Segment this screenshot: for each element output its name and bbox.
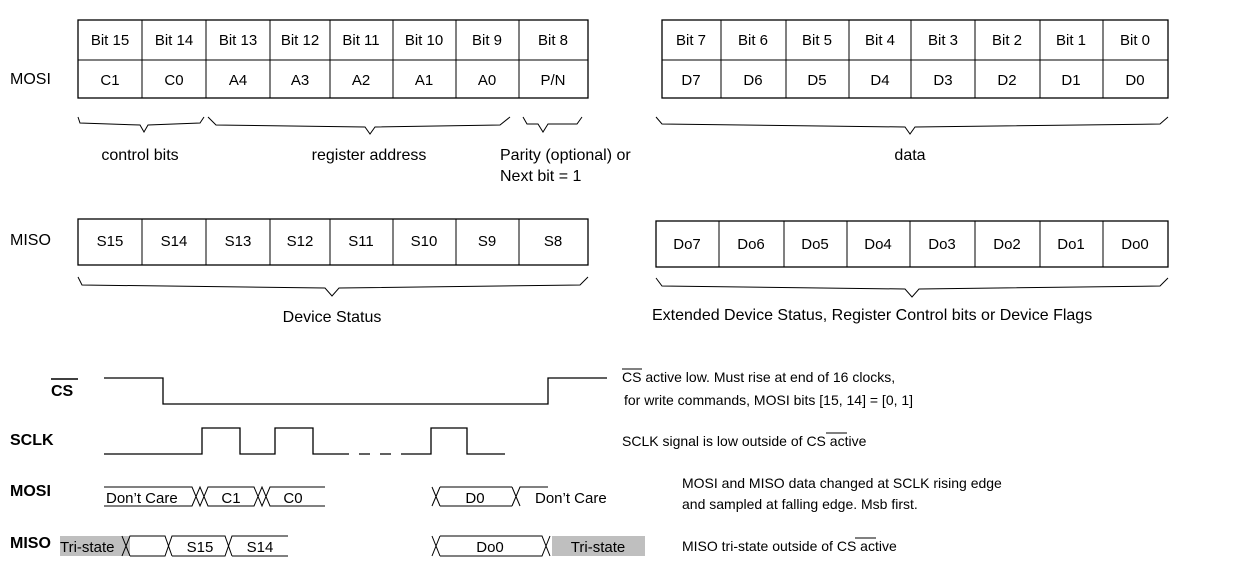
miso-s14-slot: S14 xyxy=(247,539,274,556)
mosi-high-byte: Bit 15 Bit 14 Bit 13 Bit 12 Bit 11 Bit 1… xyxy=(77,19,589,99)
bit1-header: Bit 1 xyxy=(1056,32,1086,49)
device-status-label: Device Status xyxy=(283,309,382,326)
mosi-low-byte: Bit 7 Bit 6 Bit 5 Bit 4 Bit 3 Bit 2 Bit … xyxy=(661,19,1169,99)
miso-do1-cell: Do1 xyxy=(1057,236,1085,253)
brace-extended-status xyxy=(655,277,1169,298)
mosi-d7-cell: D7 xyxy=(681,72,700,89)
miso-s9-cell: S9 xyxy=(478,233,496,250)
bit5-header: Bit 5 xyxy=(802,32,832,49)
mosi-bus-bottom xyxy=(104,485,325,507)
miso-tristate-right-fill xyxy=(552,536,645,556)
mosi-d0-cell: D0 xyxy=(1125,72,1144,89)
miso-s10-cell: S10 xyxy=(411,233,438,250)
mosi-note-line2: and sampled at falling edge. Msb first. xyxy=(682,496,918,512)
bit0-header: Bit 0 xyxy=(1120,32,1150,49)
mosi-c0-cell: C0 xyxy=(164,72,183,89)
miso-s8-cell: S8 xyxy=(544,233,562,250)
mosi-note-line1: MOSI and MISO data changed at SCLK risin… xyxy=(682,475,1002,491)
mosi-a2-cell: A2 xyxy=(352,72,370,89)
bit10-header: Bit 10 xyxy=(405,32,443,49)
miso-s14-cell: S14 xyxy=(161,233,188,250)
data-label: data xyxy=(894,147,925,164)
miso-do2-cell: Do2 xyxy=(993,236,1021,253)
mosi-a3-cell: A3 xyxy=(291,72,309,89)
mosi-a0-cell: A0 xyxy=(478,72,496,89)
miso-s15-slot: S15 xyxy=(187,539,214,556)
miso-high-byte: S15 S14 S13 S12 S11 S10 S9 S8 xyxy=(77,218,589,266)
miso-do7-cell: Do7 xyxy=(673,236,701,253)
mosi-a4-cell: A4 xyxy=(229,72,247,89)
mosi-d4-cell: D4 xyxy=(870,72,889,89)
miso-do0-cell: Do0 xyxy=(1121,236,1149,253)
miso-s15-cell: S15 xyxy=(97,233,124,250)
miso-do6-cell: Do6 xyxy=(737,236,765,253)
cs-note-line1: CS active low. Must rise at end of 16 cl… xyxy=(622,369,895,385)
miso-bus-end xyxy=(431,535,551,557)
mosi-dont-care-right: Don’t Care xyxy=(535,490,607,507)
bit2-header: Bit 2 xyxy=(992,32,1022,49)
cs-waveform xyxy=(104,377,607,405)
mosi-d5-cell: D5 xyxy=(807,72,826,89)
miso-do5-cell: Do5 xyxy=(801,236,829,253)
mosi-c1-cell: C1 xyxy=(100,72,119,89)
mosi-d1-cell: D1 xyxy=(1061,72,1080,89)
miso-signal-label: MISO xyxy=(10,535,51,552)
mosi-d2-cell: D2 xyxy=(997,72,1016,89)
sclk-waveform-end xyxy=(410,427,505,455)
miso-s12-cell: S12 xyxy=(287,233,314,250)
bit11-header: Bit 11 xyxy=(342,32,379,49)
mosi-d0-slot: D0 xyxy=(465,490,484,507)
miso-tristate-right: Tri-state xyxy=(571,539,625,556)
brace-parity xyxy=(522,116,583,133)
mosi-row-label: MOSI xyxy=(10,71,51,88)
miso-do4-cell: Do4 xyxy=(864,236,892,253)
bit6-header: Bit 6 xyxy=(738,32,768,49)
bit13-header: Bit 13 xyxy=(219,32,257,49)
mosi-c0-slot: C0 xyxy=(283,490,302,507)
brace-data xyxy=(655,116,1169,135)
mosi-signal-label: MOSI xyxy=(10,483,51,500)
bit14-header: Bit 14 xyxy=(155,32,193,49)
register-address-label: register address xyxy=(312,147,427,164)
extended-status-label: Extended Device Status, Register Control… xyxy=(652,307,1092,324)
bit7-header: Bit 7 xyxy=(676,32,706,49)
miso-tristate-left-fill xyxy=(60,536,130,556)
miso-s11-cell: S11 xyxy=(348,233,374,250)
brace-device-status xyxy=(77,276,589,297)
miso-do3-cell: Do3 xyxy=(928,236,956,253)
cs-signal-label: CS xyxy=(51,383,74,400)
sclk-signal-label: SCLK xyxy=(10,432,54,449)
bit4-header: Bit 4 xyxy=(865,32,895,49)
sclk-waveform-start xyxy=(104,427,338,455)
miso-tristate-left: Tri-state xyxy=(60,539,114,556)
brace-register-address xyxy=(207,116,511,135)
parity-label-line2: Next bit = 1 xyxy=(500,168,581,185)
bit9-header: Bit 9 xyxy=(472,32,502,49)
mosi-dont-care-left: Don’t Care xyxy=(106,490,178,507)
cs-note-overbar-text: CS xyxy=(622,369,641,385)
miso-low-byte: Do7 Do6 Do5 Do4 Do3 Do2 Do1 Do0 xyxy=(655,220,1169,268)
mosi-pn-cell: P/N xyxy=(540,72,565,89)
sclk-note: SCLK signal is low outside of CS active xyxy=(622,433,867,449)
control-bits-label: control bits xyxy=(101,147,178,164)
mosi-d6-cell: D6 xyxy=(743,72,762,89)
brace-control-bits xyxy=(77,116,205,134)
bit8-header: Bit 8 xyxy=(538,32,568,49)
miso-do0-slot: Do0 xyxy=(476,539,504,556)
miso-bus-start xyxy=(121,535,288,557)
mosi-c1-slot: C1 xyxy=(221,490,240,507)
miso-row-label: MISO xyxy=(10,232,51,249)
parity-label-line1: Parity (optional) or xyxy=(500,147,631,164)
bit12-header: Bit 12 xyxy=(281,32,319,49)
bit15-header: Bit 15 xyxy=(91,32,129,49)
mosi-bus-top xyxy=(104,486,325,508)
mosi-bus-d0 xyxy=(431,486,548,507)
mosi-a1-cell: A1 xyxy=(415,72,433,89)
mosi-d3-cell: D3 xyxy=(933,72,952,89)
cs-note-line2: for write commands, MOSI bits [15, 14] =… xyxy=(624,392,913,408)
miso-note: MISO tri-state outside of CS active xyxy=(682,538,897,554)
miso-s13-cell: S13 xyxy=(225,233,252,250)
bit3-header: Bit 3 xyxy=(928,32,958,49)
